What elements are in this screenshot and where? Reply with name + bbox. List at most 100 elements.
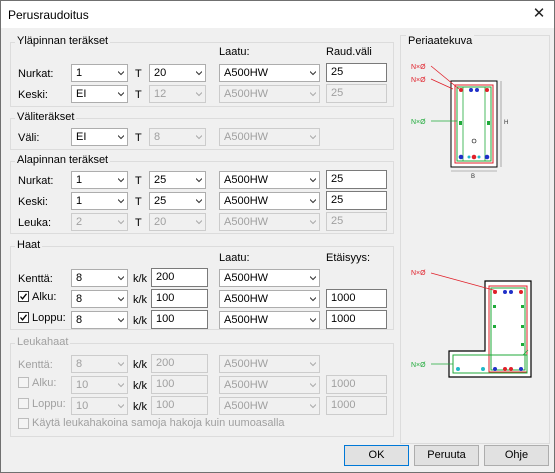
haat-loppu-distance-input[interactable]: 1000: [326, 310, 387, 329]
top-bar-label-2: N×Ø: [411, 77, 426, 84]
chevron-down-icon: [196, 135, 202, 140]
alapinta-keski-count-select[interactable]: 1: [71, 192, 128, 210]
preview-title: Periaatekuva: [406, 35, 475, 47]
leukahaat-kentta-kk-label: k/k: [133, 359, 148, 371]
haat-loppu-checkbox[interactable]: [18, 312, 29, 323]
ylapinta-nurkat-grade-select[interactable]: A500HW: [219, 64, 320, 82]
chevron-down-icon: [310, 178, 316, 183]
chevron-down-icon: [118, 383, 124, 388]
ledge-side-bar-label: N×Ø: [411, 362, 426, 369]
haat-kentta-label: Kenttä:: [18, 273, 53, 285]
chevron-down-icon: [118, 199, 124, 204]
haat-alku-distance-input[interactable]: 1000: [326, 289, 387, 308]
laatu-column-header: Laatu:: [219, 46, 250, 58]
leukahaat-loppu-label: Loppu:: [32, 398, 66, 410]
ledge-beam-section-diagram: [430, 272, 532, 378]
leukahaat-kentta-diameter-select: 8: [71, 355, 128, 373]
valiterakset-vali-diameter-select: 8: [149, 128, 206, 146]
valiterakset-group-title: Väliteräkset: [15, 111, 77, 123]
haat-kentta-kk-label: k/k: [133, 273, 148, 285]
leukahaat-group-title: Leukahaat: [15, 336, 71, 348]
leukahaat-kentta-grade-select: A500HW: [219, 355, 320, 373]
valiterakset-vali-count-select[interactable]: EI: [71, 128, 128, 146]
chevron-down-icon: [118, 362, 124, 367]
ylapinta-keski-label: Keski:: [18, 89, 48, 101]
haat-alku-diameter-select[interactable]: 8: [71, 290, 128, 308]
haat-alku-kk-label: k/k: [133, 294, 148, 306]
chevron-down-icon: [118, 178, 124, 183]
haat-loppu-label: Loppu:: [32, 312, 66, 324]
valiterakset-group: [10, 118, 394, 150]
ok-button[interactable]: OK: [344, 445, 409, 466]
ylapinta-group-title: Yläpinnan teräkset: [15, 35, 111, 47]
haat-alku-cc-input[interactable]: 100: [151, 289, 208, 308]
alapinta-leuka-count-select: 2: [71, 213, 128, 231]
leukahaat-alku-label: Alku:: [32, 377, 57, 389]
haat-kentta-cc-input[interactable]: 200: [151, 268, 208, 287]
ylapinta-keski-count-select[interactable]: EI: [71, 85, 128, 103]
leukahaat-alku-kk-label: k/k: [133, 380, 148, 392]
ylapinta-group: [10, 42, 394, 107]
chevron-down-icon: [310, 383, 316, 388]
chevron-down-icon: [196, 220, 202, 225]
valiterakset-vali-grade-select: A500HW: [219, 128, 320, 146]
haat-kentta-grade-select[interactable]: A500HW: [219, 269, 320, 287]
help-button[interactable]: Ohje: [484, 445, 549, 466]
haat-etaisyys-column-header: Etäisyys:: [326, 252, 371, 264]
haat-loppu-cc-input[interactable]: 100: [151, 310, 208, 329]
chevron-down-icon: [118, 318, 124, 323]
side-bar-label: N×Ø: [411, 119, 426, 126]
haat-kentta-diameter-select[interactable]: 8: [71, 269, 128, 287]
alapinta-leuka-label: Leuka:: [18, 217, 52, 229]
ylapinta-keski-grade-select: A500HW: [219, 85, 320, 103]
checkmark-icon: [20, 314, 28, 321]
leukahaat-alku-diameter-select: 10: [71, 376, 128, 394]
width-label: B: [471, 174, 475, 180]
alapinta-group: [10, 161, 394, 234]
chevron-down-icon: [310, 362, 316, 367]
haat-group: [10, 246, 394, 330]
haat-alku-checkbox[interactable]: [18, 291, 29, 302]
chevron-down-icon: [118, 404, 124, 409]
alapinta-keski-spacing-input[interactable]: 25: [326, 191, 387, 210]
leukahaat-alku-distance-input: 1000: [326, 375, 387, 394]
haat-loppu-diameter-select[interactable]: 8: [71, 311, 128, 329]
ledge-top-bar-label: N×Ø: [411, 270, 426, 277]
preview-panel: [400, 35, 550, 444]
ylapinta-keski-spacing-input: 25: [326, 84, 387, 103]
chevron-down-icon: [310, 404, 316, 409]
ylapinta-nurkat-diameter-select[interactable]: 20: [149, 64, 206, 82]
leukahaat-alku-checkbox: [18, 377, 29, 388]
top-bar-label: N×Ø: [411, 64, 426, 71]
alapinta-keski-diameter-select[interactable]: 25: [149, 192, 206, 210]
chevron-down-icon: [118, 92, 124, 97]
ylapinta-nurkat-spacing-input[interactable]: 25: [326, 63, 387, 82]
leukahaat-loppu-diameter-select: 10: [71, 397, 128, 415]
alapinta-leuka-spacing-input: 25: [326, 212, 387, 231]
chevron-down-icon: [118, 135, 124, 140]
haat-alku-grade-select[interactable]: A500HW: [219, 290, 320, 308]
leukahaat-loppu-cc-input: 100: [151, 396, 208, 415]
leukahaat-same-stirrups-label: Käytä leukahakoina samoja hakoja kuin uu…: [32, 417, 285, 429]
alapinta-nurkat-t-label: T: [135, 175, 142, 187]
chevron-down-icon: [118, 276, 124, 281]
reinforcement-diagram: N×Ø N×Ø N×Ø H B: [411, 64, 532, 378]
cancel-button[interactable]: Peruuta: [414, 445, 479, 466]
alapinta-keski-label: Keski:: [18, 196, 48, 208]
close-icon[interactable]: ✕: [532, 5, 546, 22]
haat-loppu-grade-select[interactable]: A500HW: [219, 311, 320, 329]
alapinta-nurkat-spacing-input[interactable]: 25: [326, 170, 387, 189]
alapinta-keski-grade-select[interactable]: A500HW: [219, 192, 320, 210]
chevron-down-icon: [118, 220, 124, 225]
alapinta-nurkat-grade-select[interactable]: A500HW: [219, 171, 320, 189]
chevron-down-icon: [310, 297, 316, 302]
chevron-down-icon: [310, 92, 316, 97]
beam-section-diagram: [430, 65, 502, 172]
haat-alku-label: Alku:: [32, 291, 57, 303]
leukahaat-same-stirrups-checkbox: [18, 418, 29, 429]
ylapinta-nurkat-t-label: T: [135, 68, 142, 80]
ylapinta-nurkat-count-select[interactable]: 1: [71, 64, 128, 82]
alapinta-nurkat-diameter-select[interactable]: 25: [149, 171, 206, 189]
leukahaat-group: [10, 343, 394, 437]
alapinta-nurkat-count-select[interactable]: 1: [71, 171, 128, 189]
